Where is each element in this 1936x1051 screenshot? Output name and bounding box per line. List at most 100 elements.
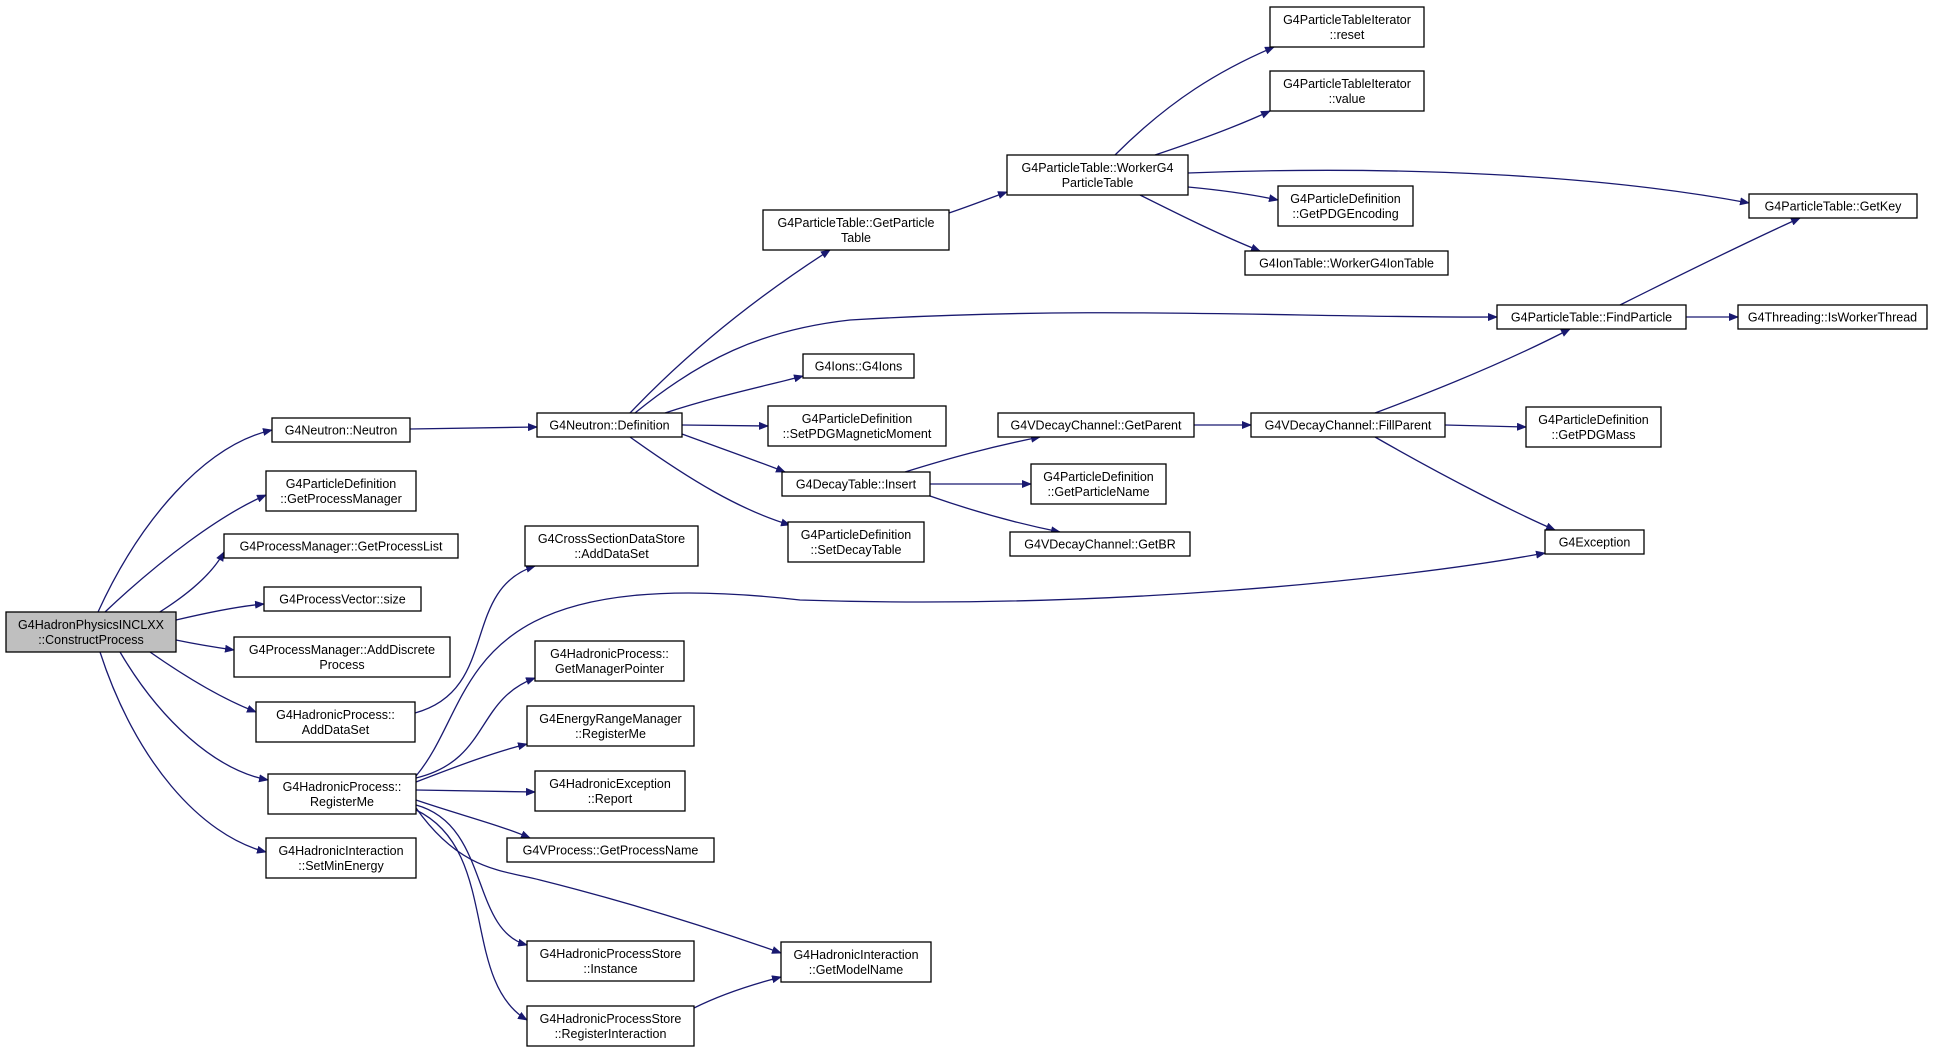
edge-dtInsert-to-vdcGetBR [929, 495, 1061, 535]
node-procVecSize[interactable]: G4ProcessVector::size [263, 586, 422, 612]
edge-findParticle-to-getKey [1619, 217, 1801, 306]
node-report[interactable]: G4HadronicException::Report [534, 770, 686, 812]
node-getMgrPtr[interactable]: G4HadronicProcess::GetManagerPointer [534, 640, 685, 682]
node-box [780, 941, 932, 983]
node-label: Process [319, 658, 364, 672]
node-label: G4ParticleDefinition [1290, 192, 1401, 206]
node-label: ParticleTable [1062, 176, 1134, 190]
node-label: ::Report [588, 792, 633, 806]
edge-workerPT-to-ionWorker [1139, 194, 1261, 252]
node-label: ::reset [1330, 28, 1365, 42]
edge-workerPT-to-ptiValue [1154, 110, 1271, 156]
node-box [1737, 304, 1928, 330]
node-dtInsert[interactable]: G4DecayTable::Insert [781, 471, 931, 497]
node-getModelName[interactable]: G4HadronicInteraction::GetModelName [780, 941, 932, 983]
node-box [1006, 154, 1189, 196]
node-label: G4HadronicProcessStore [540, 947, 682, 961]
node-label: ::value [1329, 92, 1366, 106]
node-vdcGetBR[interactable]: G4VDecayChannel::GetBR [1009, 531, 1191, 557]
node-label: G4ParticleTable::GetKey [1765, 200, 1903, 214]
node-box [1269, 6, 1425, 48]
nodes-layer: G4HadronPhysicsINCLXX::ConstructProcessG… [5, 6, 1928, 1047]
node-label: G4HadronicProcessStore [540, 1012, 682, 1026]
node-definition[interactable]: G4Neutron::Definition [536, 412, 683, 438]
node-getProcList[interactable]: G4ProcessManager::GetProcessList [223, 533, 459, 559]
node-label: G4ParticleDefinition [1538, 413, 1649, 427]
node-label: G4HadronicProcess:: [283, 780, 402, 794]
node-box [534, 640, 685, 682]
node-box [802, 353, 915, 379]
node-setDecayTable[interactable]: G4ParticleDefinition::SetDecayTable [787, 521, 925, 563]
node-hpAddDataSet[interactable]: G4HadronicProcess::AddDataSet [255, 701, 416, 743]
node-label: GetManagerPointer [555, 662, 664, 676]
node-label: G4HadronicInteraction [793, 948, 918, 962]
node-label: ::RegisterInteraction [555, 1027, 667, 1041]
node-label: G4ParticleTable::WorkerG4 [1022, 161, 1174, 175]
node-label: ::AddDataSet [574, 547, 649, 561]
node-label: ::RegisterMe [575, 727, 646, 741]
node-getProcName[interactable]: G4VProcess::GetProcessName [506, 837, 715, 863]
node-label: G4ParticleDefinition [801, 528, 912, 542]
node-ionWorker[interactable]: G4IonTable::WorkerG4IonTable [1244, 250, 1449, 276]
node-label: G4CrossSectionDataStore [538, 532, 685, 546]
node-isWorker[interactable]: G4Threading::IsWorkerThread [1737, 304, 1928, 330]
node-findParticle[interactable]: G4ParticleTable::FindParticle [1496, 304, 1687, 330]
edge-hpRegisterMe-to-getModelName [415, 807, 782, 954]
node-csAddDataSet[interactable]: G4CrossSectionDataStore::AddDataSet [524, 525, 699, 567]
node-label: G4ParticleTable::FindParticle [1511, 311, 1672, 325]
node-label: Table [841, 231, 871, 245]
node-label: G4ParticleTable::GetParticle [777, 216, 934, 230]
node-ionsIons[interactable]: G4Ions::G4Ions [802, 353, 915, 379]
edge-root-to-hpRegisterMe [119, 651, 269, 783]
edge-root-to-procVecSize [175, 600, 265, 621]
node-vdcGetParent[interactable]: G4VDecayChannel::GetParent [997, 412, 1195, 438]
node-ptiReset[interactable]: G4ParticleTableIterator::reset [1269, 6, 1425, 48]
node-getPDGEnc[interactable]: G4ParticleDefinition::GetPDGEncoding [1277, 185, 1414, 227]
node-root[interactable]: G4HadronPhysicsINCLXX::ConstructProcess [5, 611, 177, 653]
node-setMinEnergy[interactable]: G4HadronicInteraction::SetMinEnergy [265, 837, 417, 879]
node-getProcMgr[interactable]: G4ParticleDefinition::GetProcessManager [265, 470, 417, 512]
node-getKey[interactable]: G4ParticleTable::GetKey [1748, 193, 1918, 219]
node-label: G4Ions::G4Ions [815, 360, 903, 374]
node-vdcFillParent[interactable]: G4VDecayChannel::FillParent [1250, 412, 1446, 438]
edge-workerPT-to-getPDGEnc [1187, 186, 1279, 203]
node-box [526, 705, 695, 747]
node-label: G4DecayTable::Insert [796, 478, 917, 492]
edge-hpRegisterMe-to-getMgrPtr [415, 677, 536, 779]
node-label: G4HadronicProcess:: [550, 647, 669, 661]
node-box [506, 837, 715, 863]
node-box [781, 471, 931, 497]
node-label: G4Neutron::Definition [549, 419, 669, 433]
node-hpsRegInter[interactable]: G4HadronicProcessStore::RegisterInteract… [526, 1005, 695, 1047]
node-box [263, 586, 422, 612]
node-box [534, 770, 686, 812]
node-label: G4IonTable::WorkerG4IonTable [1259, 257, 1434, 271]
node-hpRegisterMe[interactable]: G4HadronicProcess::RegisterMe [267, 773, 417, 815]
node-exception[interactable]: G4Exception [1544, 529, 1645, 555]
node-label: ::ConstructProcess [38, 633, 144, 647]
node-label: G4ParticleDefinition [286, 477, 397, 491]
node-getPartName[interactable]: G4ParticleDefinition::GetParticleName [1030, 463, 1167, 505]
node-label: ::SetDecayTable [810, 543, 901, 557]
node-erRegisterMe[interactable]: G4EnergyRangeManager::RegisterMe [526, 705, 695, 747]
node-neutron[interactable]: G4Neutron::Neutron [271, 417, 411, 443]
node-setPDGMag[interactable]: G4ParticleDefinition::SetPDGMagneticMome… [767, 405, 947, 447]
node-label: G4ParticleDefinition [802, 412, 913, 426]
node-label: G4HadronicProcess:: [276, 708, 395, 722]
edge-neutron-to-definition [409, 423, 538, 432]
node-label: G4Threading::IsWorkerThread [1748, 311, 1917, 325]
node-ptiValue[interactable]: G4ParticleTableIterator::value [1269, 70, 1425, 112]
node-label: G4HadronPhysicsINCLXX [18, 618, 165, 632]
node-label: ::Instance [583, 962, 637, 976]
node-getPDGMass[interactable]: G4ParticleDefinition::GetPDGMass [1525, 406, 1662, 448]
node-hpsInstance[interactable]: G4HadronicProcessStore::Instance [526, 940, 695, 982]
node-label: ::GetPDGEncoding [1292, 207, 1398, 221]
edge-vdcFillParent-to-findParticle [1374, 328, 1571, 414]
edge-definition-to-dtInsert [681, 433, 786, 473]
node-label: ::GetModelName [809, 963, 904, 977]
edge-workerPT-to-getKey [1187, 169, 1750, 206]
